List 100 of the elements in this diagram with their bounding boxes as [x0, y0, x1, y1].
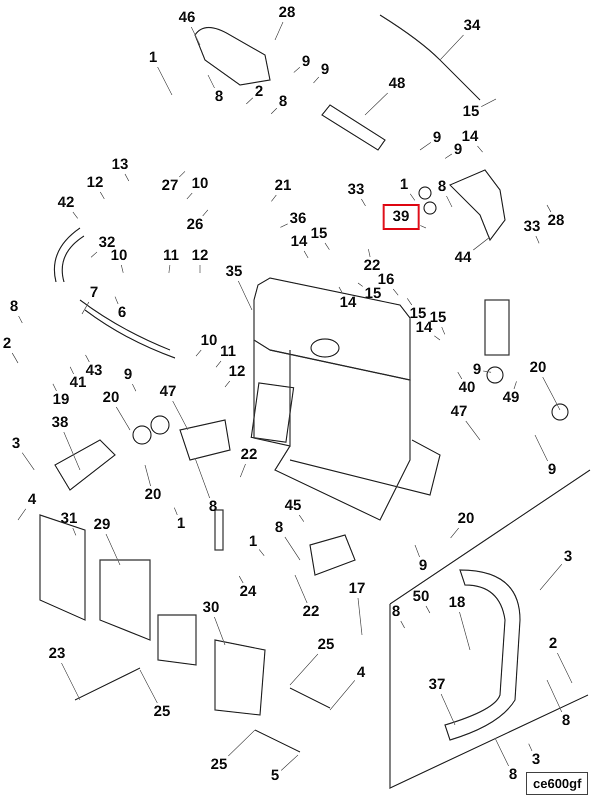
leader-line [330, 680, 356, 710]
callout-number: 30 [202, 600, 220, 616]
leader-line [157, 66, 172, 96]
callout-number: 40 [458, 380, 476, 396]
leader-line [208, 74, 215, 88]
leader-line [434, 335, 440, 340]
leader-line [72, 528, 76, 536]
leader-line [446, 196, 452, 208]
callout-number: 3 [562, 549, 574, 565]
leader-line [304, 250, 308, 258]
callout-number: 14 [290, 234, 308, 250]
leader-line [132, 384, 136, 392]
leader-line [540, 564, 562, 590]
callout-number: 32 [98, 235, 116, 251]
leader-line [514, 381, 517, 390]
leader-line [240, 464, 246, 478]
leader-line [400, 620, 405, 628]
leader-line [186, 192, 193, 200]
leader-line [100, 192, 105, 200]
callout-number: 15 [408, 306, 428, 322]
leader-line [61, 662, 80, 700]
leader-line [72, 212, 78, 219]
leader-line [480, 98, 496, 107]
leader-line [202, 210, 208, 216]
leader-line [194, 458, 210, 498]
callout-number: 19 [52, 392, 70, 408]
leader-line [178, 171, 186, 178]
leader-line [85, 354, 90, 362]
callout-number: 12 [86, 175, 104, 191]
callout-number: 8 [8, 299, 20, 315]
leader-line [298, 514, 304, 522]
leader-line [324, 242, 330, 250]
leader-line [441, 326, 446, 335]
callout-number: 38 [50, 415, 70, 431]
leader-line [284, 536, 300, 560]
callout-number: 11 [162, 248, 180, 264]
leader-line [144, 464, 151, 486]
leader-line [293, 66, 300, 73]
leader-line [280, 224, 288, 228]
leader-line [238, 576, 244, 584]
callout-number: 2 [548, 636, 558, 652]
callout-number: 42 [56, 195, 76, 211]
leader-line [420, 225, 426, 228]
callout-number: 24 [238, 584, 258, 600]
leader-line [406, 298, 412, 306]
callout-number: 20 [102, 390, 120, 406]
callout-number: 29 [92, 517, 112, 533]
callout-number: 28 [546, 213, 566, 229]
leader-line [368, 248, 370, 258]
leader-line [534, 434, 548, 462]
leader-line [70, 366, 74, 374]
callout-number: 10 [110, 248, 128, 264]
callout-number: 20 [456, 511, 476, 527]
leader-line [444, 154, 452, 159]
callout-number: 43 [84, 363, 104, 379]
callout-number: 8 [214, 89, 224, 105]
callout-number: 9 [452, 142, 464, 158]
callout-number: 13 [110, 157, 130, 173]
callout-number: 47 [450, 404, 468, 420]
leader-line [52, 383, 57, 392]
leader-line [246, 97, 254, 104]
leader-line [140, 670, 158, 704]
callout-number: 9 [122, 367, 134, 383]
leader-line [271, 194, 277, 202]
leader-line [174, 507, 178, 516]
leader-line [280, 754, 298, 771]
leader-line [440, 694, 456, 726]
leader-line [557, 652, 572, 684]
callout-number: 10 [200, 333, 218, 349]
callout-number: 22 [302, 604, 320, 620]
callout-number: 1 [148, 50, 158, 66]
leader-line [358, 598, 362, 636]
leader-line [546, 680, 562, 712]
callout-number: 12 [190, 248, 210, 264]
leader-line [274, 22, 284, 40]
callout-number: 9 [432, 130, 442, 146]
leader-line [465, 420, 480, 440]
figure-code: ce600gf [526, 772, 588, 795]
leader-line [459, 612, 470, 650]
leader-line [168, 264, 170, 274]
leader-line [196, 350, 202, 356]
callout-number: 45 [284, 498, 302, 514]
leader-line [420, 142, 432, 150]
leader-line [477, 146, 483, 152]
callout-number: 5 [270, 768, 280, 784]
leader-line [90, 252, 98, 258]
callout-number: 4 [356, 665, 366, 681]
leader-line [106, 534, 120, 566]
leader-line [12, 352, 18, 364]
leader-line [410, 193, 416, 201]
callout-number: 11 [219, 344, 237, 360]
leader-line [124, 174, 130, 182]
leader-line [172, 400, 188, 430]
leader-line [22, 452, 35, 470]
callout-number: 9 [546, 462, 558, 478]
leader-line [494, 738, 509, 766]
leader-line [216, 360, 222, 368]
callout-number: 48 [388, 76, 406, 92]
callout-number: 8 [390, 604, 402, 620]
leader-line [238, 280, 252, 310]
